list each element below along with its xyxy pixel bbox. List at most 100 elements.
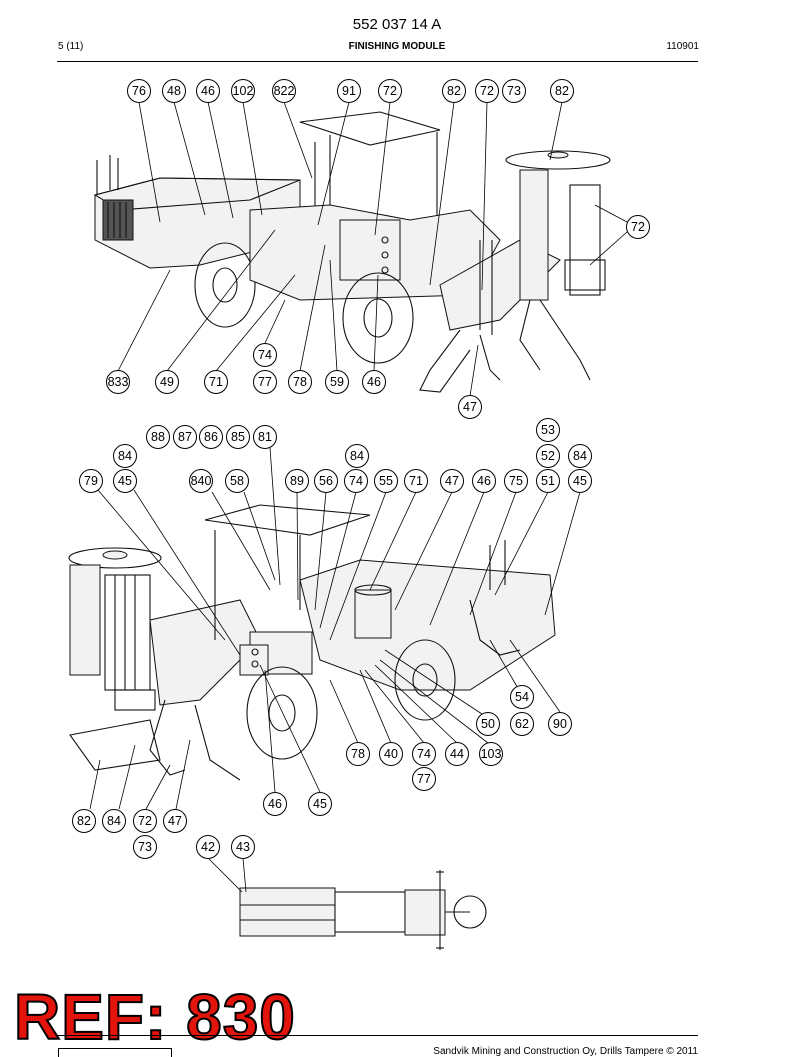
callout-bubble: 47 bbox=[440, 469, 464, 493]
callout-bubble: 102 bbox=[231, 79, 255, 103]
svg-text:53: 53 bbox=[541, 423, 555, 437]
callout-bubble: 73 bbox=[502, 79, 526, 103]
section-title: FINISHING MODULE bbox=[348, 41, 446, 52]
callout-bubble: 52 bbox=[536, 444, 560, 468]
callout-bubble: 50 bbox=[476, 712, 500, 736]
svg-text:82: 82 bbox=[447, 84, 461, 98]
svg-text:77: 77 bbox=[258, 375, 272, 389]
svg-text:62: 62 bbox=[515, 717, 529, 731]
callout-bubble: 77 bbox=[412, 767, 436, 791]
svg-text:47: 47 bbox=[168, 814, 182, 828]
svg-text:75: 75 bbox=[509, 474, 523, 488]
callout-bubble: 62 bbox=[510, 712, 534, 736]
callout-bubble: 53 bbox=[536, 418, 560, 442]
svg-text:88: 88 bbox=[151, 430, 165, 444]
svg-text:77: 77 bbox=[417, 772, 431, 786]
reference-stamp: REF: 830 bbox=[13, 981, 296, 1053]
callout-bubble: 73 bbox=[133, 835, 157, 859]
callout-bubble: 74 bbox=[344, 469, 368, 493]
callout-bubble: 49 bbox=[155, 370, 179, 394]
svg-text:52: 52 bbox=[541, 449, 555, 463]
callout-bubble: 54 bbox=[510, 685, 534, 709]
callout-bubble: 55 bbox=[374, 469, 398, 493]
svg-text:74: 74 bbox=[417, 747, 431, 761]
callout-bubble: 72 bbox=[475, 79, 499, 103]
svg-text:102: 102 bbox=[233, 84, 254, 98]
callout-bubble: 78 bbox=[288, 370, 312, 394]
machine-view-2 bbox=[68, 504, 556, 781]
svg-text:55: 55 bbox=[379, 474, 393, 488]
callout-bubble: 47 bbox=[458, 395, 482, 419]
svg-text:73: 73 bbox=[507, 84, 521, 98]
svg-text:840: 840 bbox=[191, 474, 212, 488]
callout-bubble: 58 bbox=[225, 469, 249, 493]
svg-text:90: 90 bbox=[553, 717, 567, 731]
svg-text:84: 84 bbox=[118, 449, 132, 463]
callout-bubble: 46 bbox=[263, 792, 287, 816]
svg-text:45: 45 bbox=[573, 474, 587, 488]
callout-bubble: 74 bbox=[412, 742, 436, 766]
callout-bubble: 44 bbox=[445, 742, 469, 766]
callout-bubble: 56 bbox=[314, 469, 338, 493]
callout-bubble: 46 bbox=[472, 469, 496, 493]
callout-bubble: 47 bbox=[163, 809, 187, 833]
callout-bubble: 88 bbox=[146, 425, 170, 449]
svg-text:42: 42 bbox=[201, 840, 215, 854]
svg-text:58: 58 bbox=[230, 474, 244, 488]
svg-text:87: 87 bbox=[178, 430, 192, 444]
svg-text:51: 51 bbox=[541, 474, 555, 488]
callout-bubble: 71 bbox=[204, 370, 228, 394]
svg-text:89: 89 bbox=[290, 474, 304, 488]
callout-bubble: 82 bbox=[442, 79, 466, 103]
svg-text:54: 54 bbox=[515, 690, 529, 704]
svg-text:84: 84 bbox=[350, 449, 364, 463]
callout-bubble: 72 bbox=[378, 79, 402, 103]
svg-text:46: 46 bbox=[201, 84, 215, 98]
callout-bubble: 51 bbox=[536, 469, 560, 493]
callout-bubble: 45 bbox=[113, 469, 137, 493]
svg-text:833: 833 bbox=[108, 375, 129, 389]
callout-bubble: 48 bbox=[162, 79, 186, 103]
callout-bubble: 75 bbox=[504, 469, 528, 493]
svg-text:43: 43 bbox=[236, 840, 250, 854]
callout-bubble: 84 bbox=[568, 444, 592, 468]
callout-bubble: 74 bbox=[253, 343, 277, 367]
callout-bubble: 87 bbox=[173, 425, 197, 449]
svg-text:74: 74 bbox=[258, 348, 272, 362]
callout-bubble: 45 bbox=[308, 792, 332, 816]
callout-bubble: 72 bbox=[133, 809, 157, 833]
document-date: 110901 bbox=[666, 41, 699, 52]
machine-view-1 bbox=[93, 111, 611, 393]
callout-bubble: 79 bbox=[79, 469, 103, 493]
callouts: 76 48 46 102 822 91 72 82 72 73 82 72 74… bbox=[72, 79, 650, 859]
svg-text:72: 72 bbox=[383, 84, 397, 98]
svg-text:50: 50 bbox=[481, 717, 495, 731]
callout-bubble: 82 bbox=[72, 809, 96, 833]
svg-text:86: 86 bbox=[204, 430, 218, 444]
svg-text:71: 71 bbox=[409, 474, 423, 488]
svg-text:85: 85 bbox=[231, 430, 245, 444]
callout-bubble: 85 bbox=[226, 425, 250, 449]
svg-text:91: 91 bbox=[342, 84, 356, 98]
svg-text:74: 74 bbox=[349, 474, 363, 488]
footer-copyright: Sandvik Mining and Construction Oy, Dril… bbox=[433, 1046, 698, 1057]
svg-text:79: 79 bbox=[84, 474, 98, 488]
svg-text:40: 40 bbox=[384, 747, 398, 761]
callout-bubble: 72 bbox=[626, 215, 650, 239]
callout-bubble: 833 bbox=[106, 370, 130, 394]
callout-bubble: 822 bbox=[272, 79, 296, 103]
callout-bubble: 840 bbox=[189, 469, 213, 493]
svg-text:73: 73 bbox=[138, 840, 152, 854]
callout-bubble: 84 bbox=[102, 809, 126, 833]
svg-text:47: 47 bbox=[463, 400, 477, 414]
callout-bubble: 78 bbox=[346, 742, 370, 766]
svg-text:49: 49 bbox=[160, 375, 174, 389]
svg-text:81: 81 bbox=[258, 430, 272, 444]
svg-text:103: 103 bbox=[481, 747, 502, 761]
callout-bubble: 77 bbox=[253, 370, 277, 394]
svg-text:46: 46 bbox=[268, 797, 282, 811]
machine-view-3 bbox=[207, 857, 487, 950]
svg-text:822: 822 bbox=[274, 84, 295, 98]
callout-bubble: 59 bbox=[325, 370, 349, 394]
